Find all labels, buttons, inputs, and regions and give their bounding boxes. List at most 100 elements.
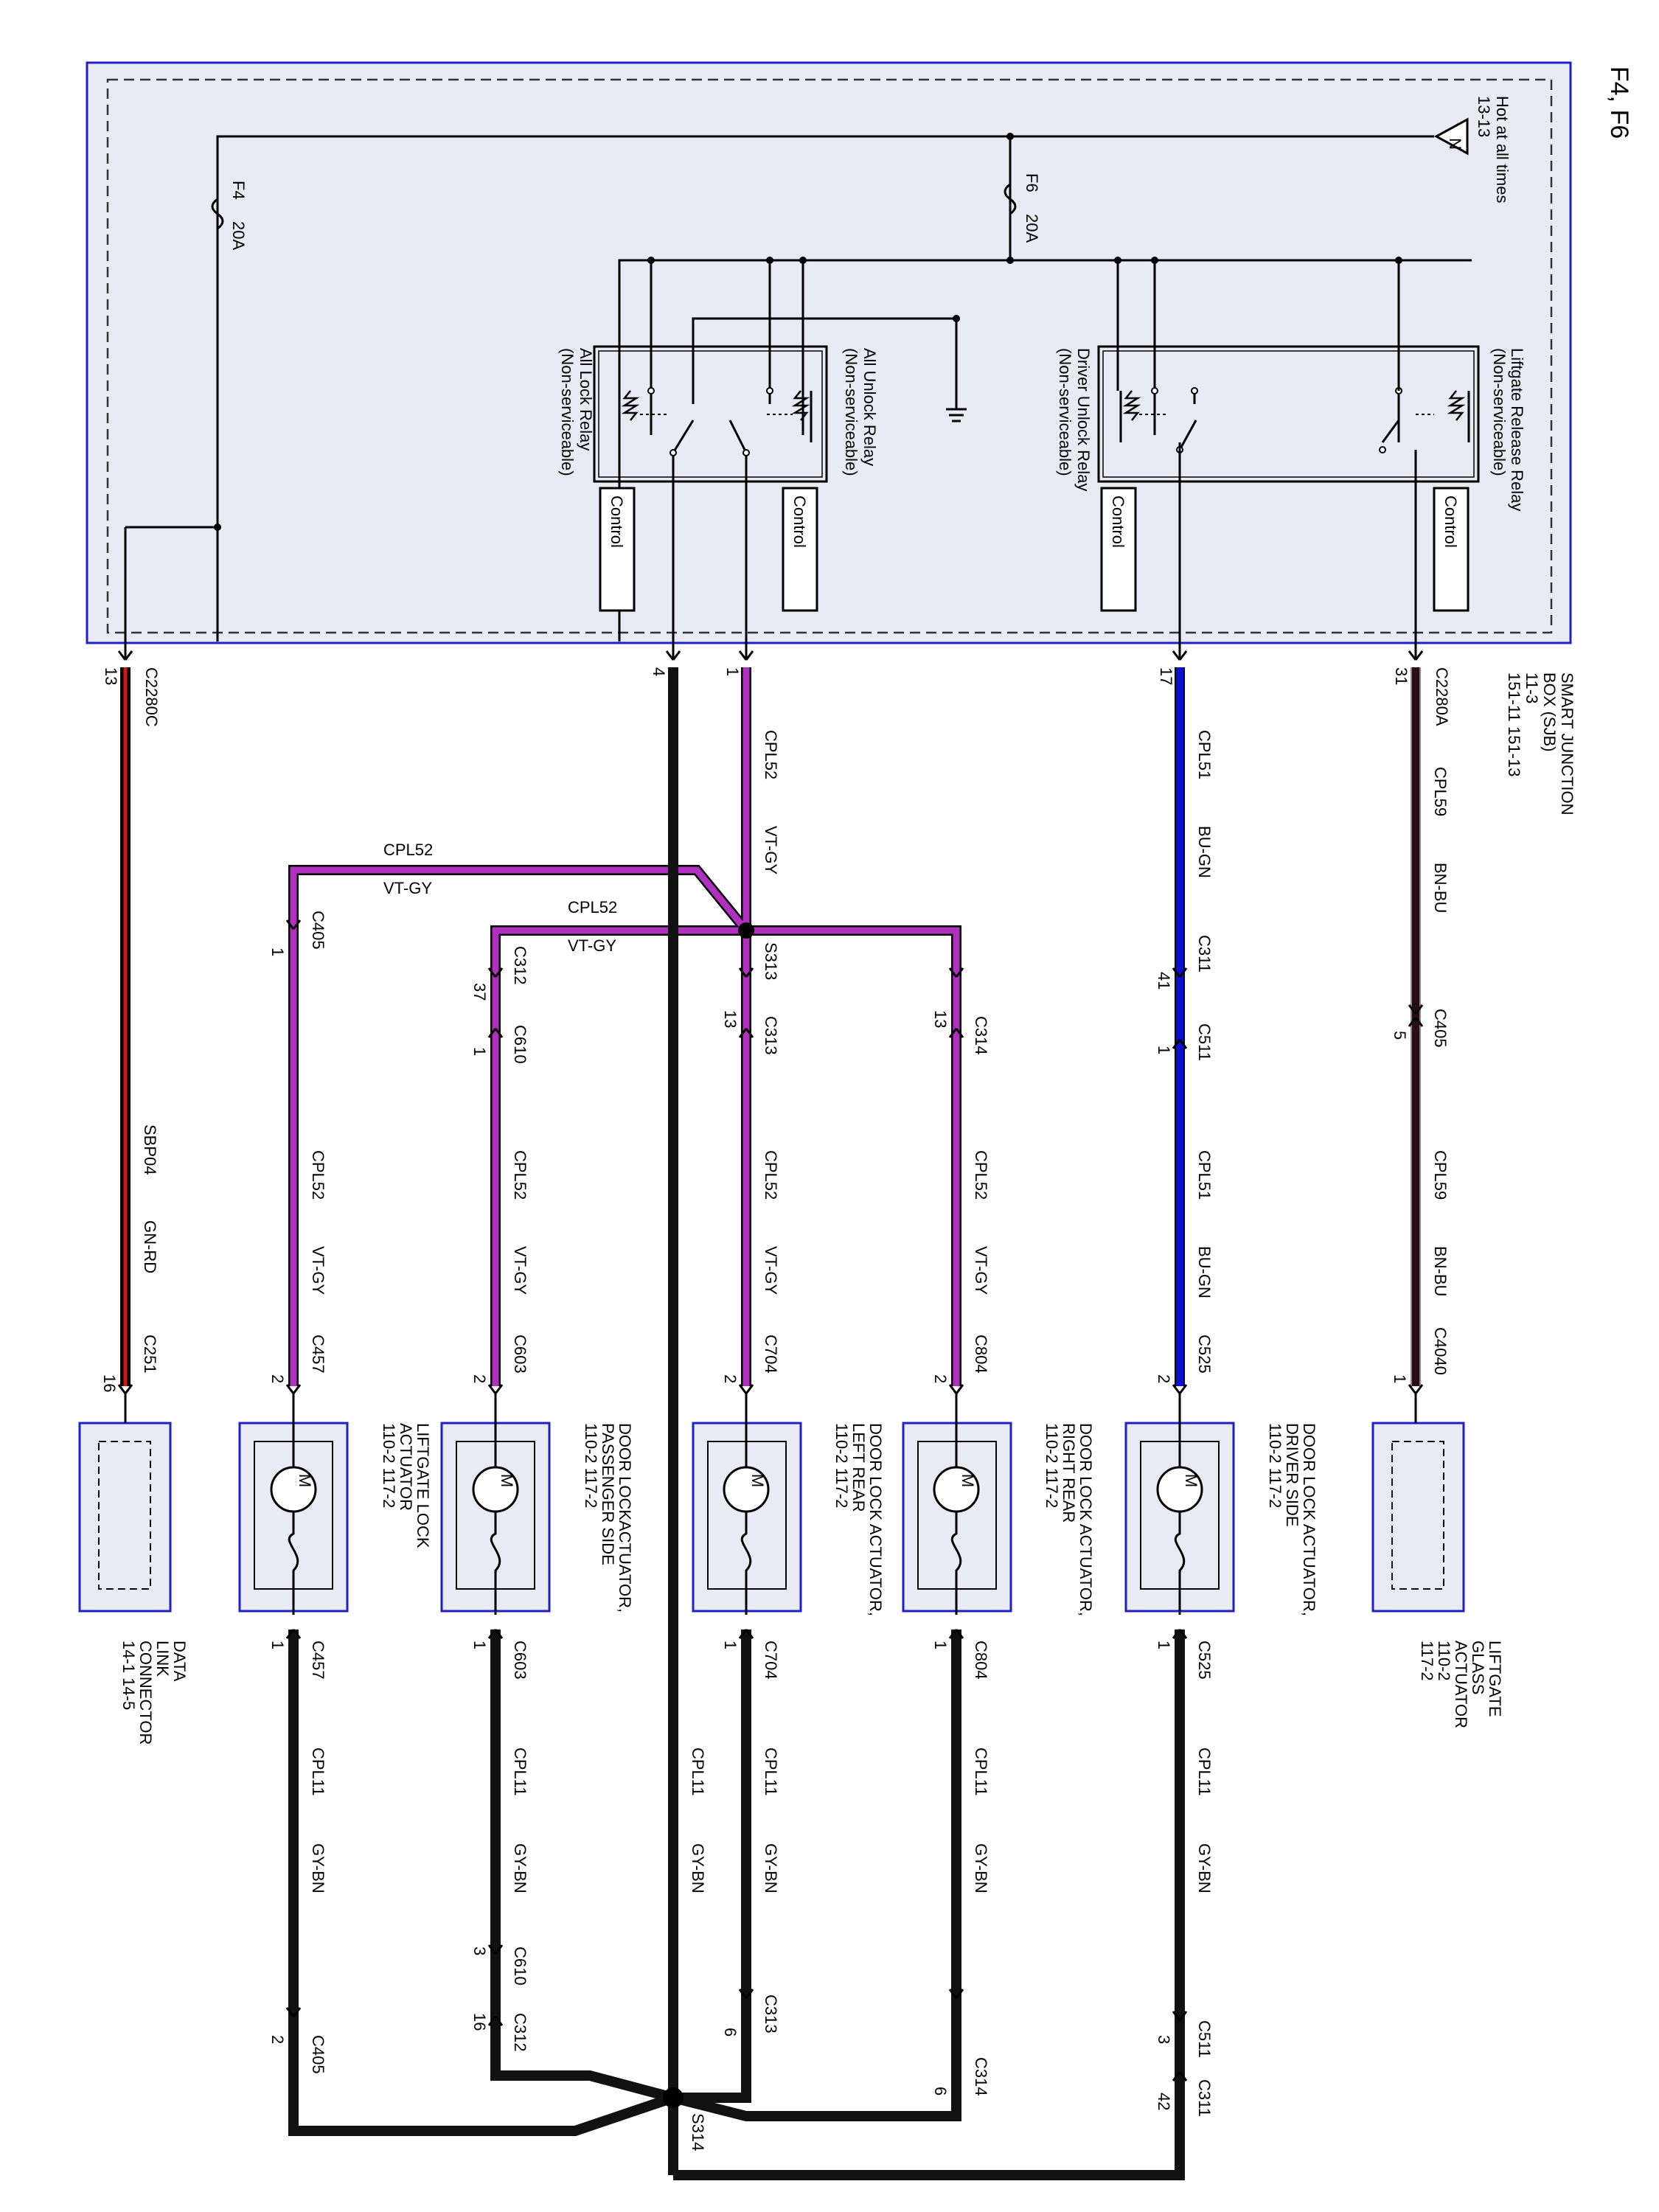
- svg-text:DOOR LOCK ACTUATOR,: DOOR LOCK ACTUATOR,: [1077, 1423, 1095, 1616]
- svg-text:C457: C457: [309, 1335, 327, 1374]
- svg-text:CPL52: CPL52: [972, 1150, 990, 1200]
- svg-text:6: 6: [721, 2028, 740, 2037]
- svg-text:Control: Control: [790, 495, 809, 548]
- svg-text:110-2 117-2: 110-2 117-2: [1043, 1423, 1061, 1508]
- svg-text:DOOR LOCKACTUATOR,: DOOR LOCKACTUATOR,: [616, 1423, 634, 1613]
- svg-text:RIGHT REAR: RIGHT REAR: [1060, 1423, 1078, 1523]
- svg-text:CPL59: CPL59: [1431, 1150, 1450, 1200]
- svg-text:1: 1: [1391, 1374, 1409, 1383]
- svg-text:C704: C704: [762, 1641, 780, 1680]
- svg-text:13: 13: [931, 1010, 950, 1028]
- svg-text:CPL11: CPL11: [762, 1747, 780, 1796]
- svg-text:CPL11: CPL11: [972, 1747, 990, 1796]
- sjb-box: [86, 61, 1572, 644]
- svg-text:4: 4: [650, 667, 668, 676]
- svg-text:C314: C314: [972, 1016, 990, 1055]
- svg-text:DOOR LOCK ACTUATOR,: DOOR LOCK ACTUATOR,: [1300, 1423, 1318, 1616]
- wire-labels: CPL59 BN-BU CPL59 BN-BU CPL51 BU-GN CPL5…: [141, 730, 1450, 1893]
- svg-text:CPL11: CPL11: [1195, 1747, 1214, 1796]
- svg-text:2: 2: [721, 1374, 740, 1383]
- relay-name: Driver Unlock Relay: [1074, 348, 1093, 491]
- svg-text:1: 1: [268, 1641, 287, 1649]
- svg-text:5: 5: [1391, 1031, 1409, 1040]
- svg-text:GY-BN: GY-BN: [972, 1843, 990, 1893]
- relay-name: All Unlock Relay: [860, 348, 879, 466]
- svg-text:Control: Control: [1109, 495, 1127, 548]
- svg-text:GLASS: GLASS: [1469, 1641, 1487, 1694]
- svg-text:F4: F4: [229, 181, 248, 200]
- svg-text:37: 37: [470, 983, 489, 1001]
- junction-dots: [214, 133, 1402, 531]
- svg-text:2: 2: [1155, 1374, 1173, 1383]
- svg-text:13: 13: [102, 667, 120, 685]
- svg-text:C511: C511: [1195, 2020, 1214, 2058]
- svg-text:CPL11: CPL11: [511, 1747, 529, 1796]
- svg-text:BN-BU: BN-BU: [1431, 863, 1450, 913]
- svg-text:1: 1: [1155, 1046, 1173, 1054]
- svg-text:C610: C610: [511, 1025, 529, 1064]
- svg-text:PASSENGER SIDE: PASSENGER SIDE: [599, 1423, 617, 1565]
- svg-text:GY-BN: GY-BN: [309, 1843, 327, 1893]
- svg-text:GN-RD: GN-RD: [141, 1220, 159, 1273]
- svg-text:SBP04: SBP04: [141, 1124, 159, 1175]
- svg-text:C525: C525: [1195, 1641, 1214, 1680]
- svg-text:S314: S314: [689, 2113, 707, 2151]
- svg-text:C804: C804: [972, 1335, 990, 1374]
- svg-text:C511: C511: [1195, 1023, 1214, 1061]
- svg-text:16: 16: [470, 2013, 489, 2031]
- svg-text:(Non-serviceable): (Non-serviceable): [842, 348, 860, 476]
- sjb-pins: C2280A 31 17 1 4 C2280C 13: [102, 650, 1451, 727]
- svg-text:C610: C610: [511, 1947, 529, 1986]
- svg-text:ACTUATOR: ACTUATOR: [1452, 1641, 1470, 1728]
- svg-text:GY-BN: GY-BN: [689, 1843, 707, 1893]
- svg-text:C2280C: C2280C: [142, 667, 161, 727]
- svg-text:41: 41: [1155, 972, 1173, 990]
- svg-text:1: 1: [931, 1641, 950, 1649]
- control-all-lock: [599, 487, 636, 612]
- svg-text:M: M: [296, 1474, 314, 1487]
- svg-text:C405: C405: [309, 2035, 327, 2074]
- svg-text:C804: C804: [972, 1641, 990, 1680]
- svg-text:(Non-serviceable): (Non-serviceable): [558, 348, 577, 476]
- svg-text:2: 2: [268, 1374, 287, 1383]
- svg-text:CPL52: CPL52: [511, 1150, 529, 1200]
- svg-text:DRIVER SIDE: DRIVER SIDE: [1283, 1423, 1301, 1527]
- svg-text:13: 13: [721, 1010, 740, 1028]
- svg-text:C312: C312: [511, 2013, 529, 2052]
- svg-text:16: 16: [100, 1374, 119, 1392]
- svg-text:1: 1: [723, 667, 742, 676]
- component-door-lock-actuator-passenger: M DOOR LOCKACTUATOR, PASSENGER SIDE 110-…: [440, 1394, 634, 1615]
- svg-text:ACTUATOR: ACTUATOR: [397, 1423, 415, 1511]
- hot-at-all-times-source: N Hot at all times 13-13: [1433, 96, 1512, 204]
- component-liftgate-lock-actuator: M LIFTGATE LOCK ACTUATOR 110-2 117-2: [238, 1394, 432, 1615]
- svg-text:GY-BN: GY-BN: [1195, 1843, 1214, 1893]
- svg-text:(Non-serviceable): (Non-serviceable): [1056, 348, 1074, 476]
- svg-text:BN-BU: BN-BU: [1431, 1246, 1450, 1296]
- svg-text:VT-GY: VT-GY: [309, 1246, 327, 1295]
- svg-text:110-2: 110-2: [1435, 1641, 1453, 1681]
- svg-text:C704: C704: [762, 1335, 780, 1374]
- page-header: F4, F6: [1605, 66, 1633, 139]
- relay-all-lock: Control All Lock Relay (Non-serviceable): [558, 348, 695, 660]
- svg-text:C405: C405: [1431, 1009, 1450, 1048]
- svg-text:LIFTGATE: LIFTGATE: [1486, 1641, 1504, 1717]
- svg-text:1: 1: [721, 1641, 740, 1649]
- svg-text:DOOR LOCK ACTUATOR,: DOOR LOCK ACTUATOR,: [866, 1423, 885, 1616]
- svg-text:VT-GY: VT-GY: [972, 1246, 990, 1295]
- svg-text:VT-GY: VT-GY: [762, 826, 780, 874]
- connector-labels: C405 5 C311 41 C511 1 C314 13 S313 C313 …: [100, 911, 1450, 2151]
- svg-text:CPL11: CPL11: [309, 1747, 327, 1796]
- svg-text:LEFT REAR: LEFT REAR: [849, 1423, 868, 1512]
- svg-text:6: 6: [931, 2087, 950, 2096]
- svg-text:BOX (SJB): BOX (SJB): [1540, 672, 1559, 752]
- component-door-lock-actuator-right-rear: M DOOR LOCK ACTUATOR, RIGHT REAR 110-2 1…: [902, 1394, 1095, 1616]
- svg-text:3: 3: [1155, 2035, 1173, 2044]
- relay-name: All Lock Relay: [577, 348, 595, 451]
- svg-text:C603: C603: [511, 1641, 529, 1680]
- svg-text:20A: 20A: [1023, 214, 1041, 243]
- svg-text:117-2: 117-2: [1418, 1641, 1436, 1681]
- svg-text:1: 1: [268, 947, 287, 956]
- svg-text:BU-GN: BU-GN: [1195, 826, 1214, 878]
